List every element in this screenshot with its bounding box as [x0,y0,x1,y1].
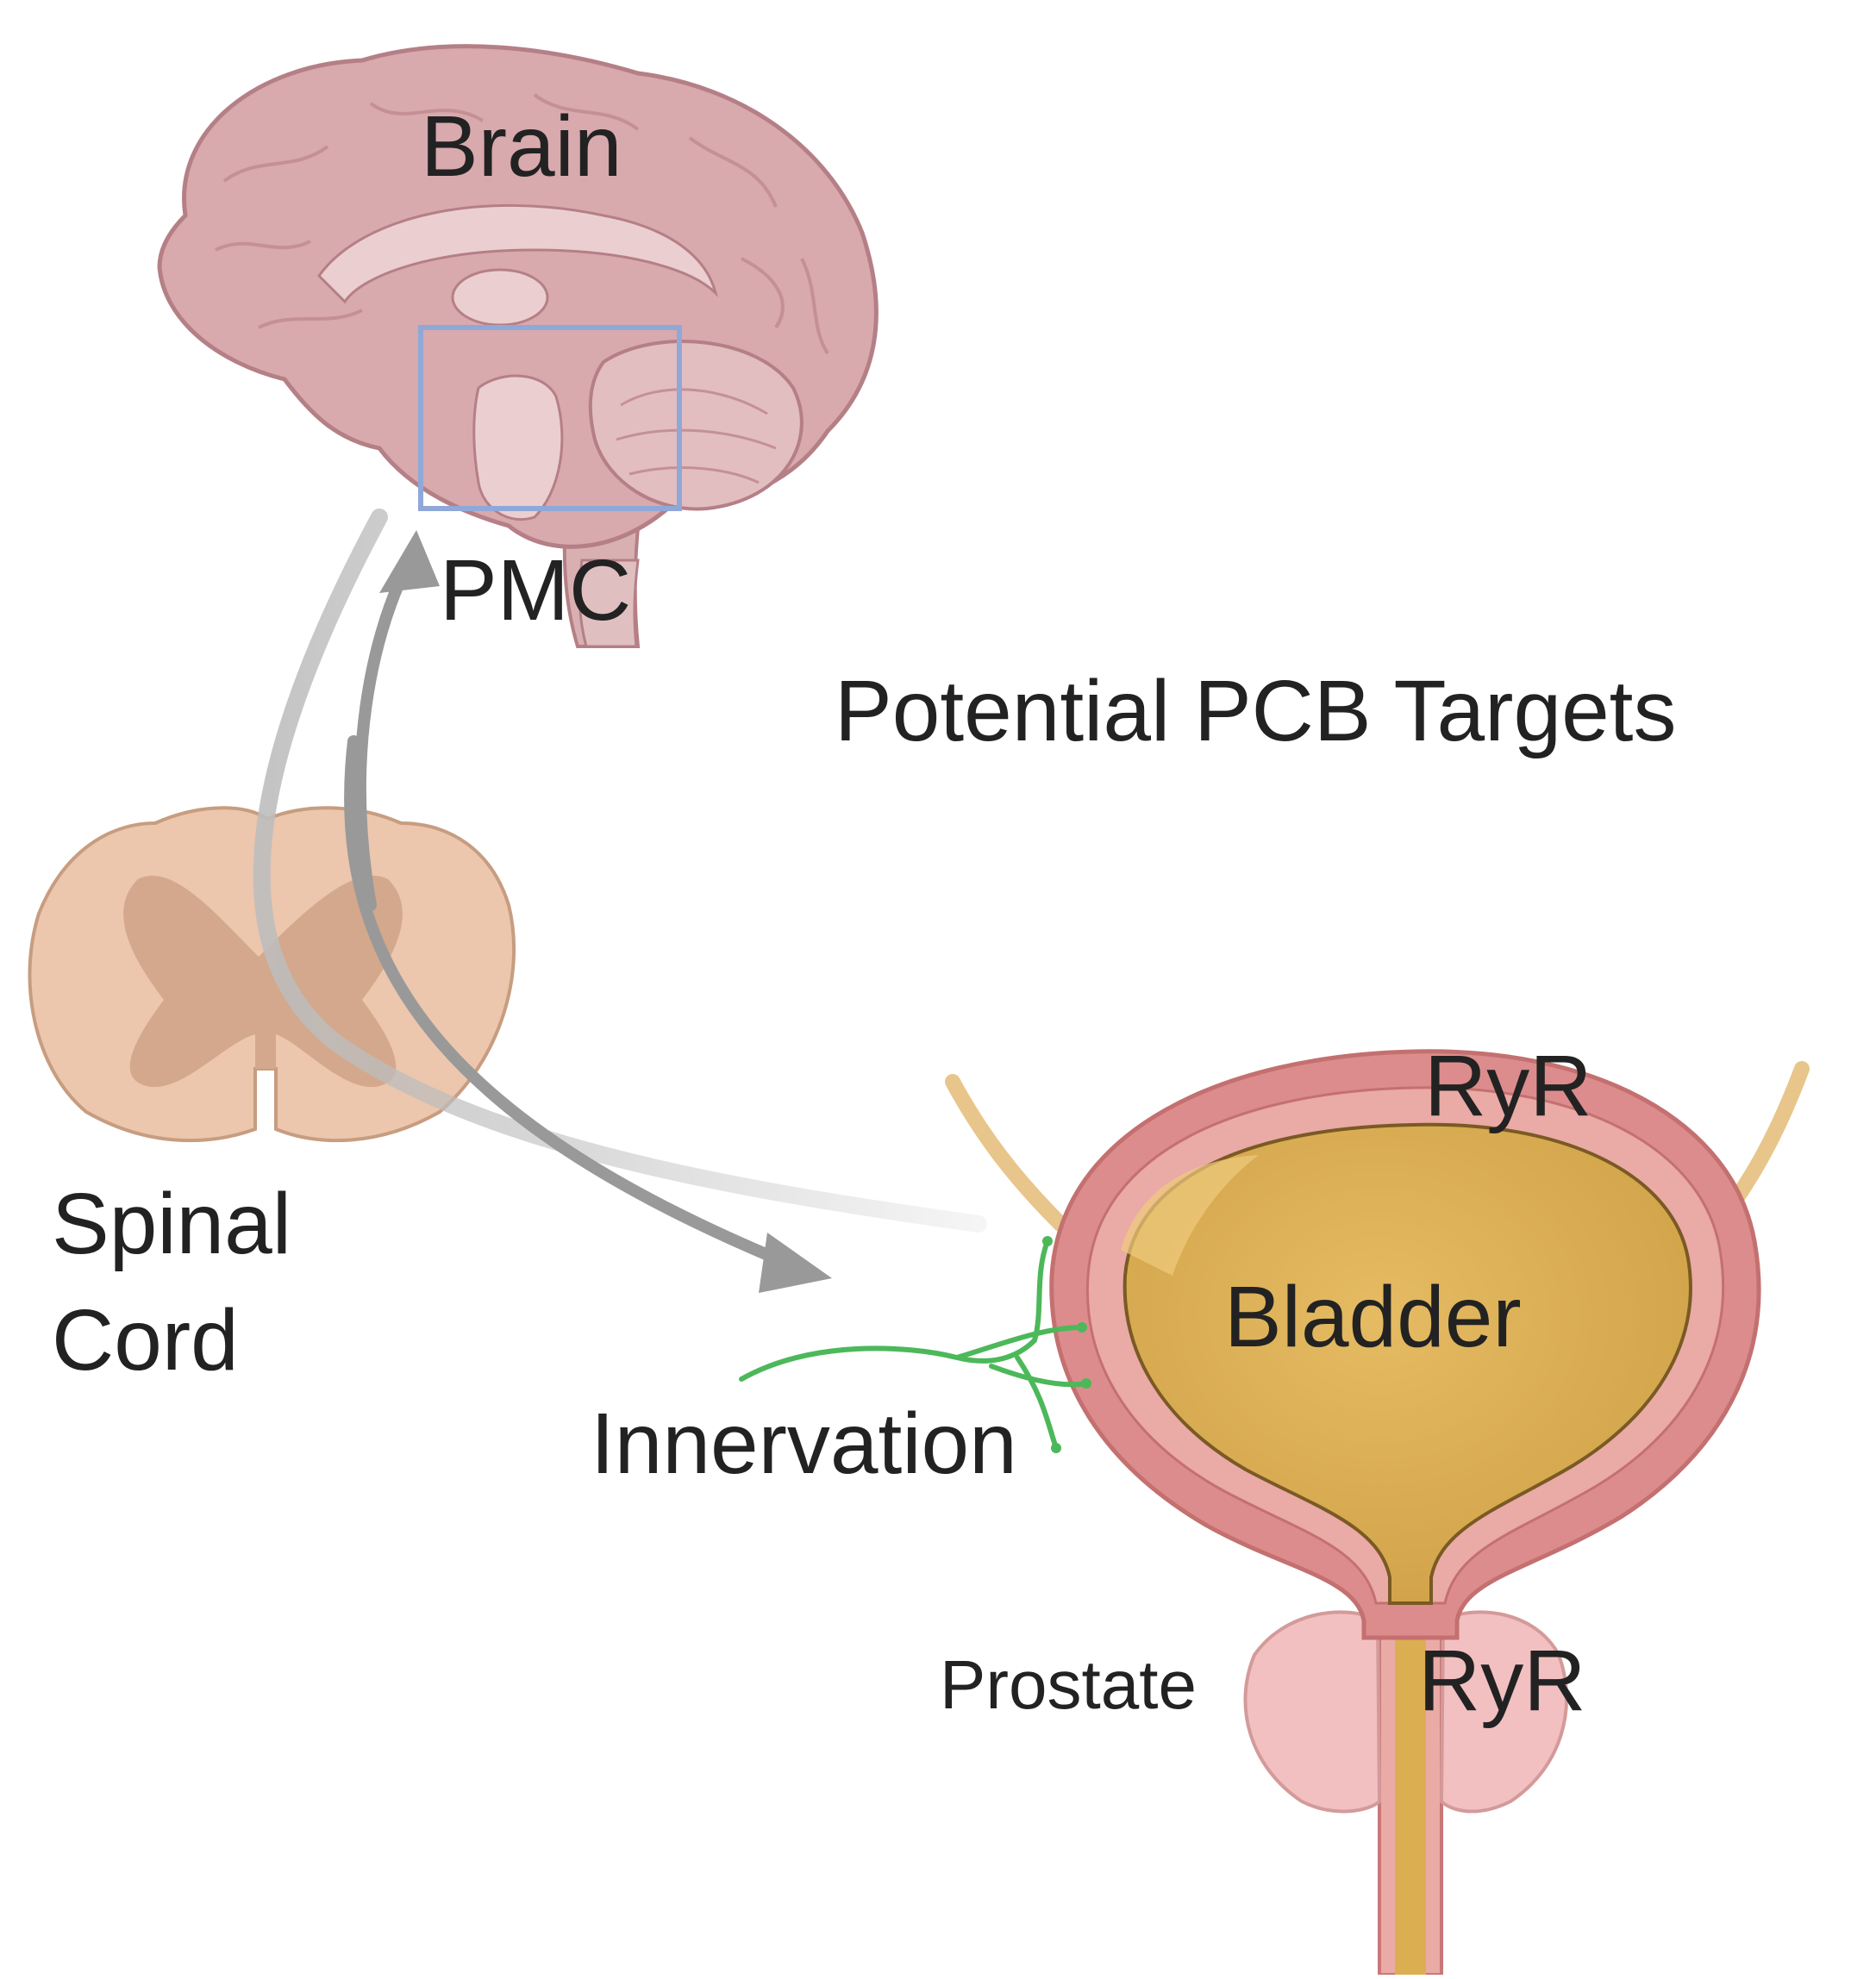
prostate-label: Prostate [940,1646,1197,1723]
ascending-arrowhead [379,530,440,593]
diagram-title: Potential PCB Targets [835,663,1677,759]
brain-label: Brain [421,98,622,195]
ascending-faded-arrow [253,509,987,1233]
descending-arrowhead [759,1233,832,1293]
signal-arrows [253,509,987,1293]
brain-illustration [157,44,879,648]
cerebellum [588,340,804,511]
innervation-label: Innervation [591,1395,1017,1492]
ureter-left [945,1074,1068,1232]
ryr-bottom-label: RyR [1418,1633,1586,1729]
spinal-cord-illustration [28,806,516,1143]
pmc-highlight-box [418,325,682,511]
brainstem-tail [578,559,640,648]
ascending-arrow [353,554,416,911]
spinal-cord-label-line1: Spinal [52,1176,291,1272]
pmc-label: PMC [440,542,632,639]
corpus-callosum [317,203,718,304]
pons [472,374,564,521]
descending-arrow [344,735,782,1264]
spinal-cord-label-line2: Cord [52,1292,239,1389]
bladder-illustration [739,1049,1810,1976]
urethra-lumen [1395,1595,1426,1975]
ryr-top-label: RyR [1424,1038,1592,1134]
prostate-left [1243,1610,1382,1814]
prostate-right [1439,1610,1569,1814]
bladder-label: Bladder [1224,1269,1522,1365]
innervation-nerve [739,1239,1089,1451]
thalamus [451,268,549,327]
